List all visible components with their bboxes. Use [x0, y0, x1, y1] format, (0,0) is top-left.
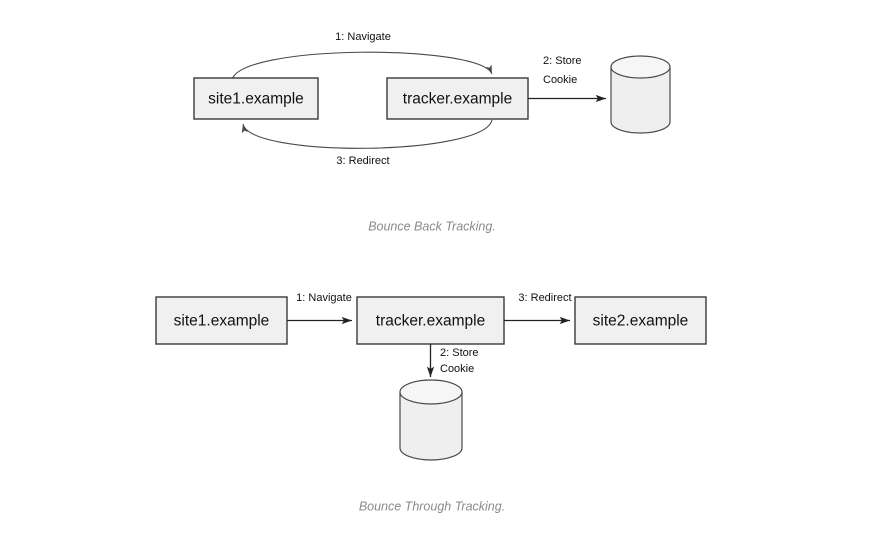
node-site1-example-label: site1.example: [208, 91, 304, 108]
node-site1-example-2[interactable]: site1.example: [155, 296, 288, 345]
edge-label-redirect-2: 3: Redirect: [518, 292, 571, 304]
edge-label-store-cookie-2-line2: Cookie: [440, 363, 474, 375]
node-site1-example-2-label: site1.example: [174, 313, 270, 330]
node-tracker-example-label: tracker.example: [403, 91, 512, 108]
caption-bounce-back-tracking: Bounce Back Tracking.: [368, 219, 496, 233]
edge-redirect-curve: [241, 119, 493, 149]
cylinder-body: [610, 66, 671, 134]
edge-label-store-cookie-line2: Cookie: [543, 74, 577, 86]
node-tracker-example-2-label: tracker.example: [376, 313, 485, 330]
node-tracker-example[interactable]: tracker.example: [386, 77, 529, 120]
diagram-bounce-back-tracking: 1: Navigate 3: Redirect site1.example tr…: [193, 31, 671, 233]
edge-label-navigate: 1: Navigate: [335, 31, 391, 43]
caption-bounce-through-tracking: Bounce Through Tracking.: [359, 499, 505, 513]
edge-label-store-cookie-2-line1: 2: Store: [440, 347, 479, 359]
node-site1-example-box: [193, 77, 319, 120]
node-site2-example-label: site2.example: [593, 313, 689, 330]
cylinder-top-ellipse-2: [399, 379, 463, 405]
node-site2-example-box: [574, 296, 707, 345]
database-cylinder-icon-2[interactable]: [399, 379, 463, 461]
edge-label-store-cookie-line1: 2: Store: [543, 55, 582, 67]
cylinder-top-ellipse: [610, 55, 671, 79]
diagram-bounce-through-tracking: site1.example tracker.example site2.exam…: [155, 292, 707, 513]
node-site1-example-2-box: [155, 296, 288, 345]
edge-navigate-curve: [231, 51, 493, 81]
cylinder-body-2: [399, 391, 463, 461]
node-tracker-example-box: [386, 77, 529, 120]
edge-label-redirect: 3: Redirect: [336, 155, 389, 167]
database-cylinder-icon[interactable]: [610, 55, 671, 134]
edge-label-navigate-2: 1: Navigate: [296, 292, 352, 304]
node-site1-example[interactable]: site1.example: [193, 77, 319, 120]
node-tracker-example-2[interactable]: tracker.example: [356, 296, 505, 345]
node-site2-example[interactable]: site2.example: [574, 296, 707, 345]
